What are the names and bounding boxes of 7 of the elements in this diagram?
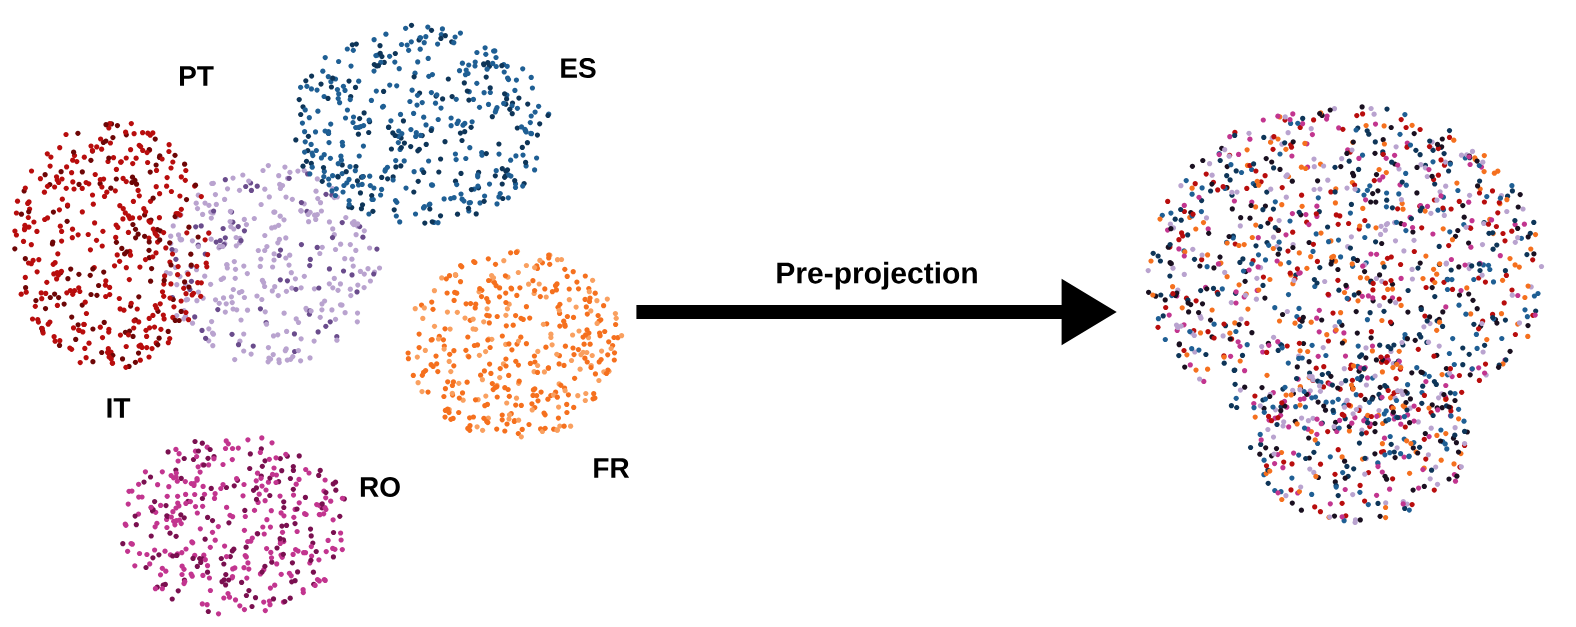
scatter-plot-drawing — [1145, 104, 1545, 526]
cluster-label: FR — [594, 458, 630, 478]
cluster-label: IT — [107, 398, 131, 418]
edge-label: Pre-projection — [771, 257, 983, 294]
cluster-label: ES — [561, 58, 596, 78]
cluster-label: PT — [180, 66, 214, 86]
cluster-label: RO — [360, 477, 400, 497]
